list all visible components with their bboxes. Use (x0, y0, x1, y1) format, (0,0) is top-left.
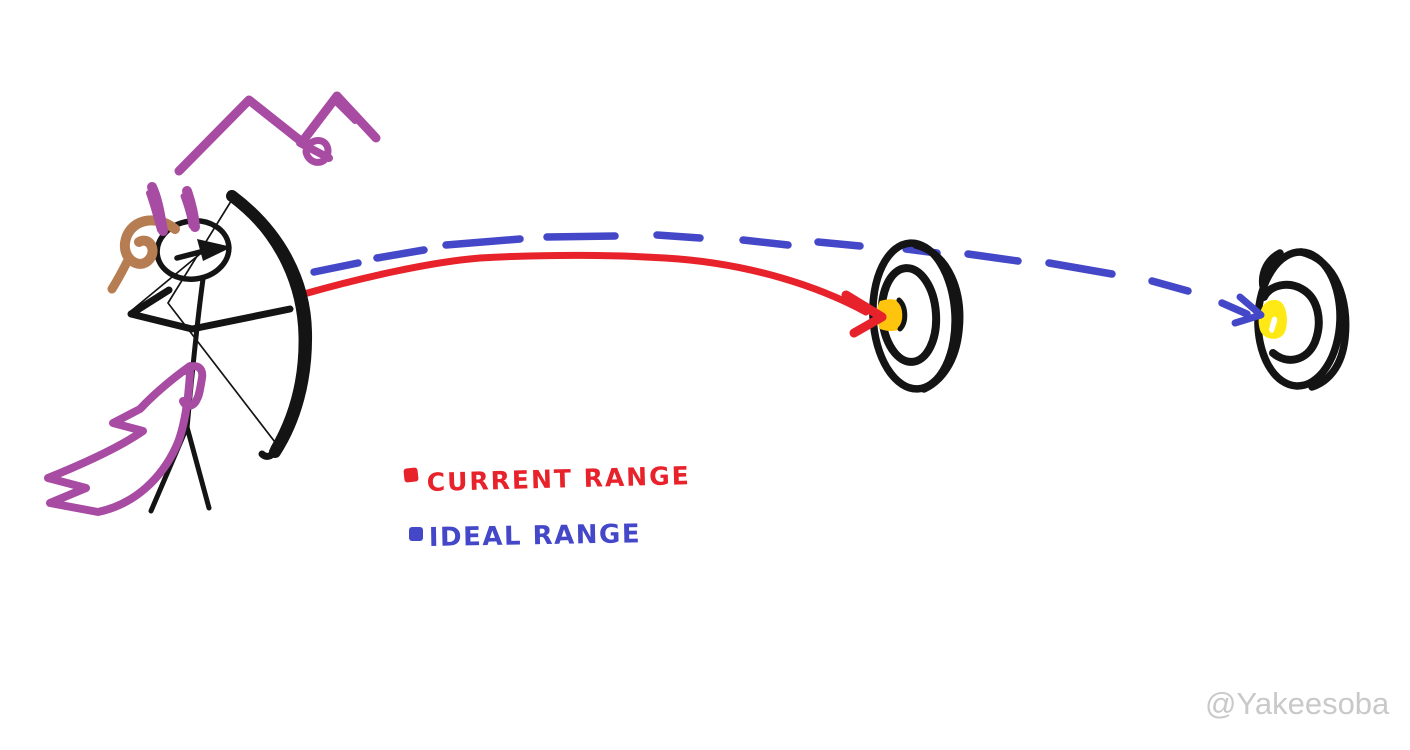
ideal-range-arrow (310, 231, 1251, 318)
archer-figure (44, 182, 313, 516)
near-target-rim (912, 241, 964, 393)
current-range-curve (300, 251, 870, 316)
blue-arrowhead-v (1231, 293, 1265, 327)
current-range-label: CURRENT RANGE (426, 461, 691, 497)
bow-bottom-hook (258, 447, 279, 460)
current-range-marker (403, 467, 419, 483)
arrow-shaft (130, 253, 201, 312)
ideal-dash (543, 232, 619, 241)
hair-curl-spiral (119, 215, 180, 269)
legend: CURRENT RANGE IDEAL RANGE (403, 461, 691, 553)
ear-tuft-right (182, 186, 200, 232)
ideal-range-label: IDEAL RANGE (429, 519, 642, 553)
far-target-bullseye-highlight (1269, 316, 1278, 333)
ear-tuft-right-sketch (180, 193, 194, 229)
ideal-dash (310, 259, 362, 276)
ideal-dash (814, 238, 864, 250)
current-range-arrowhead (841, 290, 887, 338)
mountain-scribble-loop (302, 137, 332, 166)
wing-doodle (44, 362, 207, 516)
ear-tuft-left-sketch (146, 190, 163, 233)
wing-hook (179, 362, 207, 410)
mountains-doodle (174, 91, 381, 176)
archer-arms (127, 286, 294, 333)
ideal-dash (964, 250, 1022, 265)
bow (226, 190, 313, 458)
red-arrowhead-v (841, 290, 887, 338)
near-target-bullseye-edge (896, 297, 908, 332)
ideal-range-marker (409, 527, 423, 541)
wing-outline (44, 362, 194, 516)
ideal-dash (442, 235, 524, 249)
hair-curl (107, 215, 180, 294)
far-target-inner-ring (1260, 280, 1323, 364)
bow-sketch-stroke (232, 198, 304, 451)
ideal-dash (653, 231, 704, 242)
mountain-peak-left (174, 95, 307, 176)
hair-curl-tail (107, 255, 133, 294)
ideal-dash (1148, 277, 1192, 295)
ideal-range-arrowhead (1231, 293, 1265, 327)
watermark-shadow: @Yakeesoba (1207, 688, 1392, 723)
watermark-text: @Yakeesoba (1205, 686, 1390, 721)
far-target-outer-hook (1258, 249, 1284, 290)
far-target (1254, 248, 1350, 391)
ear-tufts (146, 182, 200, 236)
arrow-head-nocked (197, 239, 232, 261)
mountain-peak-right (297, 91, 381, 147)
ideal-dash (373, 246, 428, 262)
far-target-rim (1297, 248, 1350, 391)
ideal-dash (1045, 259, 1116, 278)
near-target-bullseye (877, 299, 906, 332)
mountain-sketch-stroke-2 (331, 97, 358, 124)
arrow-fletch-line (174, 248, 207, 261)
bowstring-line (167, 197, 279, 447)
watermark: @Yakeesoba @Yakeesoba (1205, 686, 1392, 723)
bowstring (130, 197, 279, 447)
archer-leg-right (184, 424, 212, 511)
ideal-dash (739, 236, 792, 249)
archer-body (127, 190, 313, 514)
ideal-dash (1218, 299, 1251, 318)
current-range-arrow (300, 251, 870, 316)
